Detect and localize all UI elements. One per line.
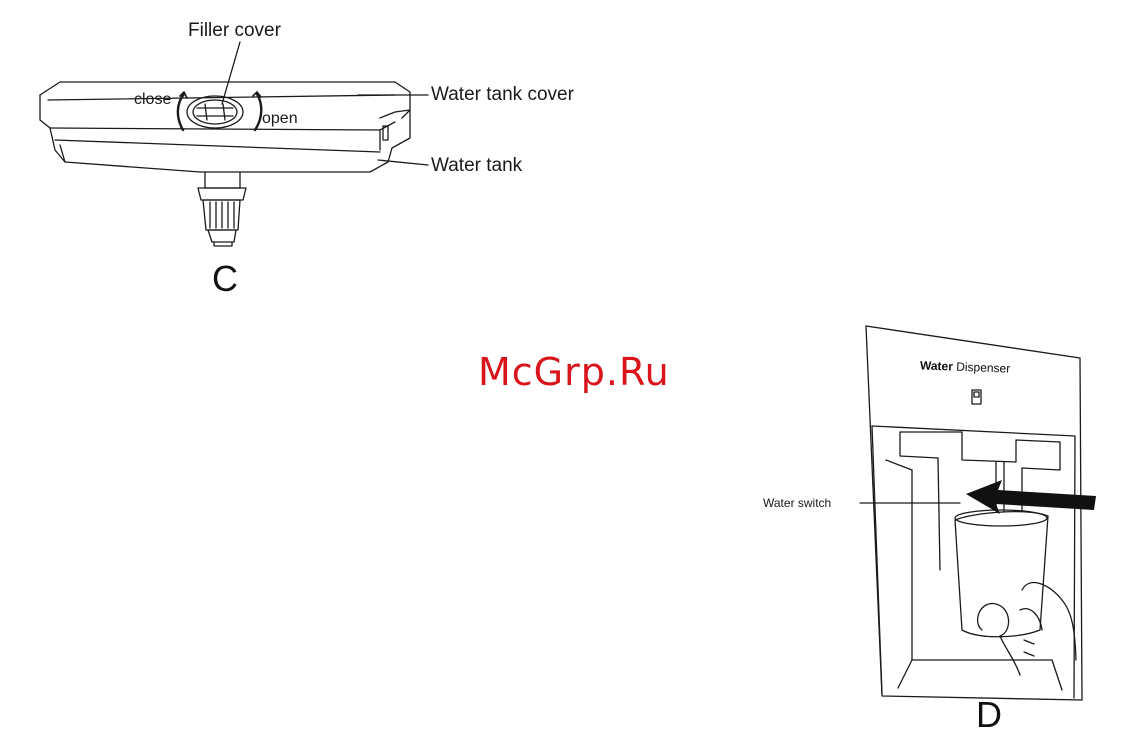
figure-d-letter: D (976, 694, 1002, 736)
panel-title-rest: Dispenser (953, 360, 1011, 376)
figure-c-letter: C (212, 258, 238, 300)
water-tank-label: Water tank (431, 155, 522, 177)
water-switch-label: Water switch (763, 496, 831, 510)
watermark-text: McGrp.Ru (478, 350, 670, 394)
water-tank-cover-label: Water tank cover (431, 84, 574, 106)
open-label: open (262, 110, 298, 128)
panel-title-bold: Water (920, 358, 953, 373)
close-label: close (134, 91, 171, 109)
push-arrow (966, 480, 1096, 514)
filler-cover-label: Filler cover (188, 20, 281, 42)
